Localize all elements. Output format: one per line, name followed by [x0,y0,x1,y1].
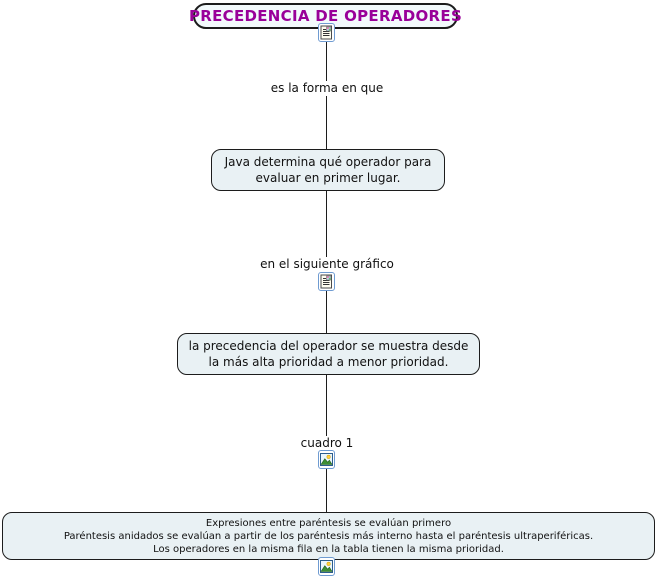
image-glyph [320,560,333,573]
linking-phrase-cuadro-1[interactable]: cuadro 1 [297,436,357,451]
concept-text-line: la más alta prioridad a menor prioridad. [208,355,449,369]
document-with-image-icon[interactable] [318,23,335,42]
connector-line [326,28,327,561]
concept-text-line: Expresiones entre paréntesis se evalúan … [205,517,452,529]
image-glyph [320,453,333,466]
document-with-image-icon[interactable] [318,272,335,291]
image-icon[interactable] [318,557,335,576]
linking-phrase-siguiente-grafico[interactable]: en el siguiente gráfico [257,257,397,272]
image-icon[interactable] [318,450,335,469]
concept-node-java-determina[interactable]: Java determina qué operador para evaluar… [211,149,445,191]
document-with-image-glyph [320,274,332,289]
concept-node-root[interactable]: PRECEDENCIA DE OPERADORES [189,3,462,29]
concept-node-reglas-parentesis[interactable]: Expresiones entre paréntesis se evalúan … [2,512,655,560]
concept-text-line: Java determina qué operador para [224,155,432,169]
root-label: PRECEDENCIA DE OPERADORES [188,7,463,25]
concept-text-line: la precedencia del operador se muestra d… [188,339,469,353]
document-with-image-glyph [320,25,332,40]
concept-text-line: evaluar en primer lugar. [255,171,401,185]
concept-text-line: Los operadores en la misma fila en la ta… [153,543,504,555]
concept-text-line: Paréntesis anidados se evalúan a partir … [63,530,594,542]
linking-phrase-es-la-forma[interactable]: es la forma en que [267,81,387,96]
concept-node-precedencia-operador[interactable]: la precedencia del operador se muestra d… [177,333,480,375]
